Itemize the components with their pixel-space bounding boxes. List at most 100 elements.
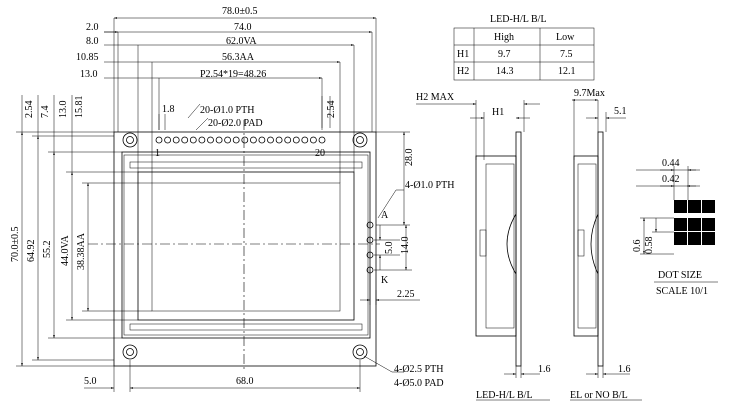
scale-caption: SCALE 10/1 xyxy=(656,286,708,297)
header-pin xyxy=(172,136,180,144)
dim-2-0: 2.0 xyxy=(86,22,99,33)
header-pin xyxy=(207,136,214,144)
header-pin xyxy=(258,136,266,144)
dim-10-85: 10.85 xyxy=(76,52,99,63)
mounting-hole xyxy=(122,132,138,148)
dim-1-6-b: 1.6 xyxy=(618,364,631,375)
9-7max-label: 9.7Max xyxy=(574,88,605,99)
dot-grid xyxy=(674,200,715,245)
pixel-dot xyxy=(688,200,701,213)
dim-55-2: 55.2 xyxy=(42,241,53,259)
dim-0-42: 0.42 xyxy=(662,174,680,185)
pixel-dot xyxy=(688,218,701,231)
table-cell: 12.1 xyxy=(558,66,576,77)
pcb-outline xyxy=(113,131,377,367)
header-pin xyxy=(224,136,232,144)
dim-1-6-a: 1.6 xyxy=(538,364,551,375)
dim-28-0: 28.0 xyxy=(404,149,415,167)
left-dimensions: 70.0±0.5 64.92 55.2 44.0VA 38.38AA 2.54 … xyxy=(10,95,152,367)
mount-pth-label: 4-Ø2.5 PTH xyxy=(394,364,443,375)
dim-5-0-bottom: 5.0 xyxy=(84,376,97,387)
header-pin xyxy=(232,136,240,144)
table-cell: 7.5 xyxy=(560,49,573,60)
dim-overall-width: 78.0±0.5 xyxy=(222,6,258,17)
dim-13-0-left: 13.0 xyxy=(58,101,69,119)
dim-8-0: 8.0 xyxy=(86,36,99,47)
header-pin xyxy=(309,136,317,144)
side-view-led-caption: LED-H/L B/L xyxy=(476,390,533,401)
dim-2-25: 2.25 xyxy=(397,289,415,300)
dim-0-6: 0.6 xyxy=(632,240,643,253)
table-cell: H2 xyxy=(457,66,469,77)
pin-20-label: 20 xyxy=(315,148,325,159)
pixel-dot xyxy=(674,232,687,245)
pixel-dot xyxy=(702,200,715,213)
dim-38-aa: 38.38AA xyxy=(76,232,87,270)
pth4-label: 4-Ø1.0 PTH xyxy=(405,180,454,191)
mount-pad-label: 4-Ø5.0 PAD xyxy=(394,378,444,389)
dim-44-va: 44.0VA xyxy=(60,235,71,266)
dim-0-44: 0.44 xyxy=(662,158,680,169)
bottom-dimensions: 5.0 68.0 4-Ø2.5 PTH 4-Ø5.0 PAD xyxy=(84,355,444,392)
dim-height: 70.0±0.5 xyxy=(10,227,21,263)
dim-0-58: 0.58 xyxy=(644,237,655,255)
module-frame xyxy=(121,151,371,339)
table-title: LED-H/L B/L xyxy=(490,14,547,25)
dim-74-0: 74.0 xyxy=(234,22,252,33)
top-dimensions: 78.0±0.5 2.0 74.0 8.0 62.0VA 10.85 56.3A… xyxy=(76,6,377,183)
side-view-led: H2 MAX H1 1.6 LED-H/L B/L xyxy=(416,92,551,401)
header-pin xyxy=(284,136,292,144)
header-pin xyxy=(275,136,283,144)
dim-1-8: 1.8 xyxy=(162,104,175,115)
table-cell: 14.3 xyxy=(496,66,514,77)
mounting-hole xyxy=(122,344,138,360)
side-view-el: 9.7Max 5.1 1.6 EL or NO B/L xyxy=(570,88,642,401)
backlight-table: LED-H/L B/L High Low H1 9.7 7.5 H2 14.3 … xyxy=(453,14,595,81)
h2max-label: H2 MAX xyxy=(416,92,455,103)
pixel-dot xyxy=(702,232,715,245)
header-pin xyxy=(198,136,206,144)
dim-pitch: P2.54*19=48.26 xyxy=(200,69,266,80)
pin-1-label: 1 xyxy=(155,148,160,159)
active-area xyxy=(151,182,341,312)
anode-label: A xyxy=(381,210,389,221)
side-view-el-caption: EL or NO B/L xyxy=(570,390,628,401)
dim-5-0-right: 5.0 xyxy=(384,242,395,255)
header-pin xyxy=(155,136,163,144)
cathode-label: K xyxy=(381,275,389,286)
dot-size-caption: DOT SIZE xyxy=(658,270,702,281)
pixel-dot xyxy=(702,218,715,231)
front-view xyxy=(88,120,380,370)
dim-68-0: 68.0 xyxy=(236,376,254,387)
pin-header xyxy=(155,136,326,144)
dim-14-0: 14.0 xyxy=(400,237,411,255)
dim-2-54-right: 2.54 xyxy=(326,101,337,119)
header-pin xyxy=(189,136,197,144)
dim-56-3aa: 56.3AA xyxy=(222,52,255,63)
pixel-dot xyxy=(674,200,687,213)
pixel-dot xyxy=(674,218,687,231)
table-cell: H1 xyxy=(457,49,469,60)
pin-annotations: 1.8 20-Ø1.0 PTH 20-Ø2.0 PAD 1 20 2.54 xyxy=(155,96,337,159)
header-pin xyxy=(292,136,300,144)
pixel-dot xyxy=(688,232,701,245)
dim-64-92: 64.92 xyxy=(26,240,37,263)
dim-2-54: 2.54 xyxy=(24,101,35,119)
pth-label: 20-Ø1.0 PTH xyxy=(200,105,254,116)
header-pin xyxy=(215,136,223,144)
header-pin xyxy=(241,136,249,144)
header-pin xyxy=(249,136,257,144)
header-pin xyxy=(267,136,274,144)
dim-15-81: 15.81 xyxy=(74,96,85,119)
mounting-hole xyxy=(352,132,368,148)
dim-7-4: 7.4 xyxy=(40,106,51,119)
mounting-hole xyxy=(352,344,368,360)
viewing-area xyxy=(137,171,355,321)
right-dimensions: 28.0 4-Ø1.0 PTH A K 5.0 14.0 2.25 xyxy=(360,131,454,305)
dim-13-0: 13.0 xyxy=(80,69,98,80)
table-cell: 9.7 xyxy=(498,49,511,60)
dim-5-1: 5.1 xyxy=(614,106,627,117)
h1-label: H1 xyxy=(492,107,504,118)
header-pin xyxy=(181,136,189,144)
